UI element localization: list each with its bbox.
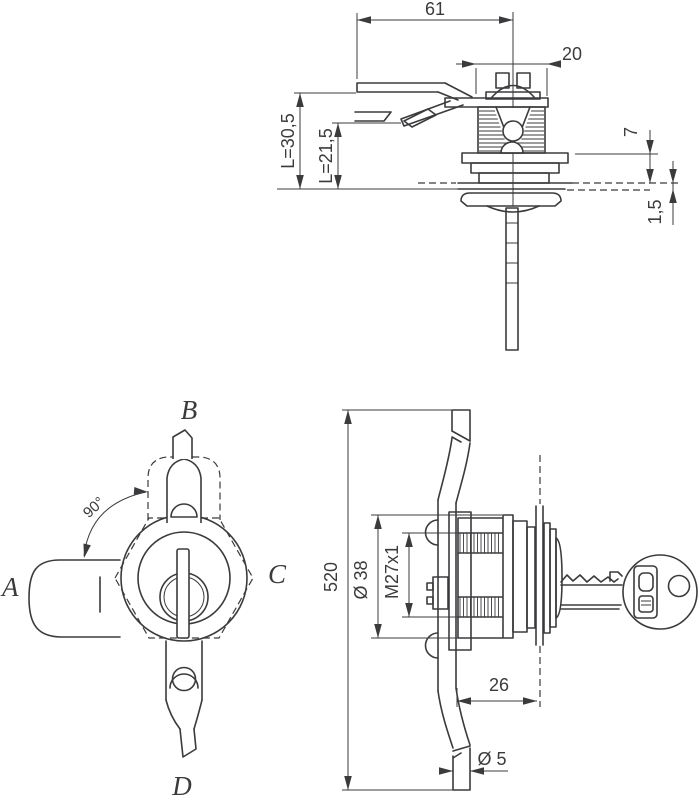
dimension-61: 61 [356,0,513,79]
position-label-B: B [181,395,198,425]
dim-1-5-label: 1,5 [645,199,665,224]
flange [470,162,560,174]
cam-hole [171,666,197,692]
head-ring-1 [543,522,551,634]
cam-edge-view [448,511,472,651]
lock-body-side [457,455,563,707]
dim-d5-label: Ø 5 [477,749,506,769]
key-bitting [560,574,619,583]
mounting-nut-stack [461,152,569,184]
angle-90-label: 90° [80,494,108,522]
dim-L21-5-label: L=21,5 [316,128,336,184]
dimension-7: 7 [575,127,658,183]
flange-ring [502,514,514,639]
bezel [460,192,562,207]
cam-lever-upper [356,82,473,127]
rotation-arc: 90° [80,486,149,559]
cam-screw [444,72,549,108]
dimension-26: 26 [456,675,537,707]
dimension-L30-5: L=30,5 [278,92,356,189]
head-ring-2 [549,528,557,628]
mounting-panel [418,182,682,191]
dim-61-label: 61 [425,0,445,19]
dimension-20: 20 [456,44,582,96]
cam-fixing-screw [426,576,449,610]
position-label-C: C [268,559,287,589]
cam-lever-lower-position [354,108,437,128]
cam-position-D [165,640,203,758]
dimension-m27: M27x1 [382,532,458,618]
key-blade-top-view [505,207,519,351]
head-cap [555,537,563,619]
dim-7-label: 7 [621,127,641,137]
rod-tip-top [172,429,193,459]
nut-ring [512,520,528,633]
screw-dome-front [170,503,198,518]
dimension-520: 520 [321,409,470,791]
dim-L30-5-label: L=30,5 [278,113,298,169]
key-ring-hole [667,574,691,598]
top-view: 61 20 [277,0,682,351]
key [560,554,698,630]
key-blade-front [176,548,190,639]
position-label-A: A [0,572,19,602]
dim-m27-label: M27x1 [382,545,402,599]
side-view: 520 Ø 38 M27x1 26 Ø 5 [321,409,698,791]
key-bow [622,554,698,630]
dimension-d38: Ø 38 [351,514,502,639]
dimension-d5: Ø 5 [439,749,508,775]
barrel-boss [500,141,524,154]
thread-hatch [459,533,499,617]
dim-20-label: 20 [562,44,582,64]
hex-nut-outline [114,517,254,639]
key-shoulder [609,571,623,582]
threaded-barrel [477,106,546,154]
key-logo-plate [633,565,658,619]
lock-head-and-key [460,192,562,351]
cam-position-A [28,559,121,638]
front-view: 90° A B C D [0,395,287,800]
dim-520-label: 520 [321,562,341,592]
dim-26-label: 26 [489,675,509,695]
panel-edges [535,505,544,646]
screw-dome [491,84,535,98]
hex-nut [461,152,569,164]
locking-ball [502,120,524,142]
dimension-1-5: 1,5 [645,161,677,225]
bezel-cap [486,205,540,213]
position-label-D: D [171,771,192,800]
key-blade-side [560,584,623,610]
screw-washer [485,91,541,100]
dim-d38-label: Ø 38 [351,560,371,599]
washer [478,172,550,184]
washer-ring [526,526,536,629]
dimension-L21-5: L=21,5 [316,122,401,189]
